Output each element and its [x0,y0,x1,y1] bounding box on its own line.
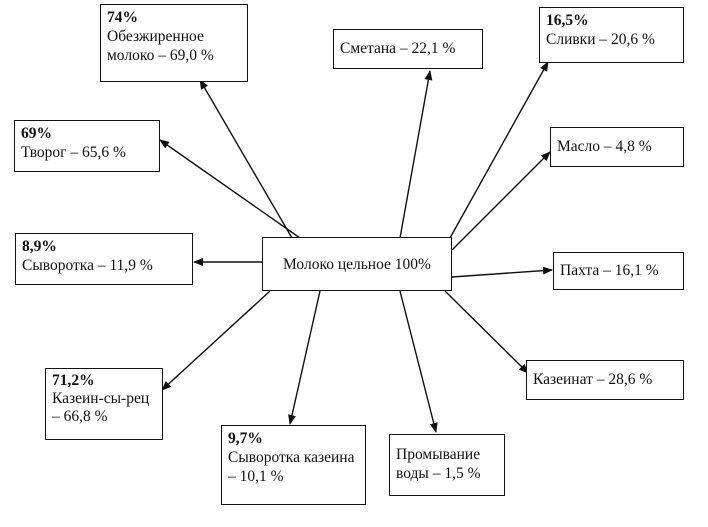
node-butter: Масло – 4,8 % [550,127,684,167]
node-raw-casein-percent: 71,2% [52,372,95,389]
node-buttermilk: Пахта – 16,1 % [553,252,684,290]
node-casein-whey-label: Сыворотка казеина – 10,1 % [228,449,355,485]
node-buttermilk-label: Пахта – 16,1 % [560,262,659,279]
node-raw-casein: 71,2% Казеин-сы-рец – 66,8 % [45,368,163,440]
center-node-label: Молоко цельное 100% [283,255,431,273]
node-casein-whey: 9,7% Сыворотка казеина – 10,1 % [221,425,366,505]
node-cream-percent: 16,5% [546,12,589,29]
arrow-to-cottage [159,139,301,239]
node-cream: 16,5% Сливки – 20,6 % [539,7,684,63]
node-whey-label: Сыворотка – 11,9 % [22,257,153,274]
arrow-to-casein-whey [288,290,321,425]
node-whey: 8,9% Сыворотка – 11,9 % [15,233,193,285]
arrow-to-wash-water [399,290,438,433]
arrow-to-buttermilk [451,266,553,278]
node-raw-casein-label: Казеин-сы-рец – 66,8 % [52,390,150,425]
arrow-to-skim-milk [199,79,293,239]
node-skim-milk-percent: 74% [107,9,138,26]
node-cottage-cheese: 69% Творог – 65,6 % [14,120,160,172]
node-casein-whey-percent: 9,7% [228,430,263,447]
node-cottage-cheese-percent: 69% [21,125,52,142]
node-sour-cream-label: Сметана – 22,1 % [340,40,456,57]
node-wash-water-label: Промывание воды – 1,5 % [396,446,481,482]
node-skim-milk-label: Обезжиренное молоко – 69,0 % [107,28,214,64]
node-skim-milk: 74% Обезжиренное молоко – 69,0 % [100,4,248,82]
center-node-whole-milk: Молоко цельное 100% [262,237,452,291]
arrow-to-caseinate [444,290,529,374]
node-cream-label: Сливки – 20,6 % [546,31,655,48]
arrow-to-raw-casein [161,290,271,391]
node-butter-label: Масло – 4,8 % [557,138,652,155]
node-caseinate: Казеинат – 28,6 % [526,360,684,400]
node-caseinate-label: Казеинат – 28,6 % [533,371,653,388]
node-sour-cream: Сметана – 22,1 % [333,29,483,69]
arrow-to-butter [451,151,551,251]
arrow-to-cream [449,61,549,239]
node-whey-percent: 8,9% [22,238,57,255]
node-wash-water: Промывание воды – 1,5 % [389,434,505,496]
node-cottage-cheese-label: Творог – 65,6 % [21,144,126,161]
arrow-to-sour-cream [399,70,433,239]
